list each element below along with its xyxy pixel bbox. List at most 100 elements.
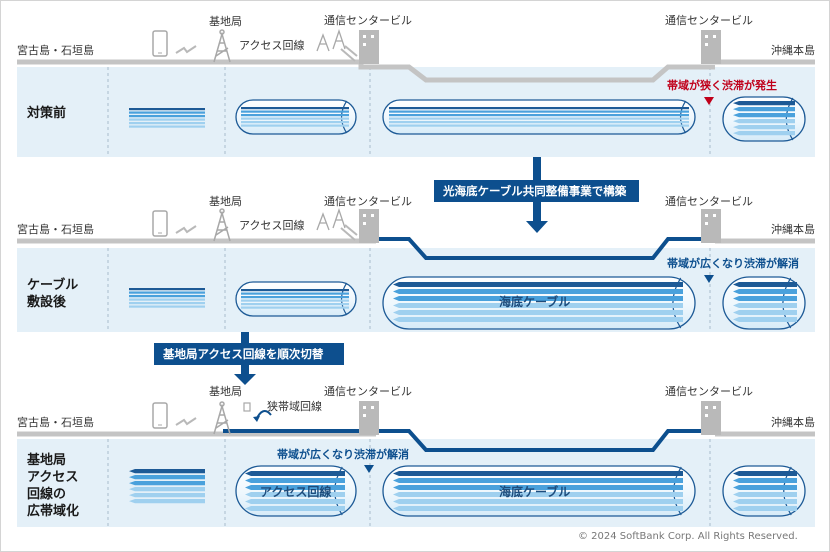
data-stripe (245, 499, 345, 504)
data-stripe (129, 475, 205, 480)
access-cable-label: アクセス回線 (260, 484, 331, 499)
building-icon (701, 30, 721, 64)
tube-end (340, 282, 348, 316)
base-station-label: 基地局 (209, 385, 242, 398)
data-stripe (733, 492, 797, 497)
data-stripe (241, 124, 349, 127)
data-stripe (733, 478, 797, 483)
radio-wave-icon (175, 417, 197, 426)
data-stripe (393, 478, 683, 483)
data-stripe (393, 289, 683, 294)
copyright: © 2024 SoftBank Corp. All Rights Reserve… (578, 531, 798, 542)
base-station-label: 基地局 (209, 195, 242, 208)
data-stripe (129, 288, 205, 291)
data-stripe (241, 110, 349, 113)
stage-title: 対策前 (26, 105, 66, 121)
base-station-label: 基地局 (209, 15, 242, 28)
data-stripe (733, 317, 797, 322)
data-stripe (389, 110, 689, 113)
center-building-label: 通信センタービル (324, 385, 412, 398)
narrow-band-icon (243, 402, 272, 422)
data-stripe (733, 289, 797, 294)
transition-arrow-2 (154, 332, 344, 385)
data-stripe (733, 506, 797, 511)
data-stripe (129, 108, 205, 111)
cable-tube (235, 99, 357, 135)
data-stripe (245, 492, 345, 497)
radio-wave-icon (175, 45, 197, 54)
building-icon (359, 401, 379, 435)
transition-box (434, 180, 639, 202)
data-stripe (129, 111, 205, 114)
smartphone-icon (152, 30, 168, 57)
building-icon (359, 209, 379, 243)
data-stripe (241, 117, 349, 120)
data-stripe (733, 499, 797, 504)
data-stripe (129, 125, 205, 128)
data-stripe (389, 117, 689, 120)
data-stripe (129, 499, 205, 504)
data-stripe (129, 122, 205, 125)
data-stripe (393, 499, 683, 504)
status-congestion: 帯域が狭く渋滞が発生 (667, 78, 777, 92)
smartphone-icon (152, 210, 168, 237)
center-building-label: 通信センタービル (324, 195, 412, 208)
data-stripe (733, 310, 797, 315)
status-resolved: 帯域が広くなり渋滞が解消 (667, 256, 799, 270)
data-stripe (129, 305, 205, 308)
data-stripe (733, 101, 795, 106)
down-triangle-icon (364, 465, 374, 473)
center-building-label: 通信センタービル (324, 14, 412, 27)
data-stripe (733, 131, 795, 136)
radio-wave-icon (175, 225, 197, 234)
data-stripe (241, 299, 349, 302)
cable-tube (235, 281, 357, 317)
data-stripe (129, 291, 205, 294)
undersea-route-row-2 (376, 237, 715, 260)
data-stripe (241, 114, 349, 117)
stage-title: ケーブル敷設後 (27, 277, 78, 310)
data-stripe (733, 485, 797, 490)
relay-tower-icon (316, 28, 358, 62)
smartphone-icon (152, 402, 168, 429)
divider-lines (107, 67, 711, 527)
data-stripe (129, 118, 205, 121)
center-building-label: 通信センタービル (665, 385, 753, 398)
data-stripe (241, 289, 349, 292)
access-line-label: アクセス回線 (239, 218, 304, 232)
tower-icon (213, 208, 231, 242)
transition-arrow-1 (434, 157, 639, 233)
data-stripe (393, 471, 683, 476)
data-stripe (393, 282, 683, 287)
data-stripe (129, 493, 205, 498)
status-resolved: 帯域が広くなり渋滞が解消 (277, 447, 409, 461)
building-icon (701, 401, 721, 435)
data-stripe (389, 124, 689, 127)
data-stripe (129, 295, 205, 298)
data-stripe (733, 113, 795, 118)
transition-box (154, 343, 344, 365)
data-stripe (245, 478, 345, 483)
center-building-label: 通信センタービル (665, 14, 753, 27)
data-stripe (733, 296, 797, 301)
stage-title: 基地局アクセス回線の広帯域化 (26, 452, 79, 519)
center-building-label: 通信センタービル (665, 195, 753, 208)
data-stripe (245, 506, 345, 511)
miyako-label: 宮古島・石垣島 (17, 415, 94, 429)
data-stripe (129, 298, 205, 301)
data-stripe (241, 107, 349, 110)
data-stripe (733, 119, 795, 124)
building-icon (359, 30, 379, 64)
data-stripe (733, 107, 795, 112)
data-stripe (241, 121, 349, 124)
data-stripe (733, 125, 795, 130)
data-stripe (733, 471, 797, 476)
building-icon (701, 209, 721, 243)
data-stripe (389, 114, 689, 117)
narrow-band-label: 狭帯域回線 (267, 399, 322, 413)
data-stripe (393, 303, 683, 308)
miyako-label: 宮古島・石垣島 (17, 222, 94, 236)
data-stripe (393, 310, 683, 315)
